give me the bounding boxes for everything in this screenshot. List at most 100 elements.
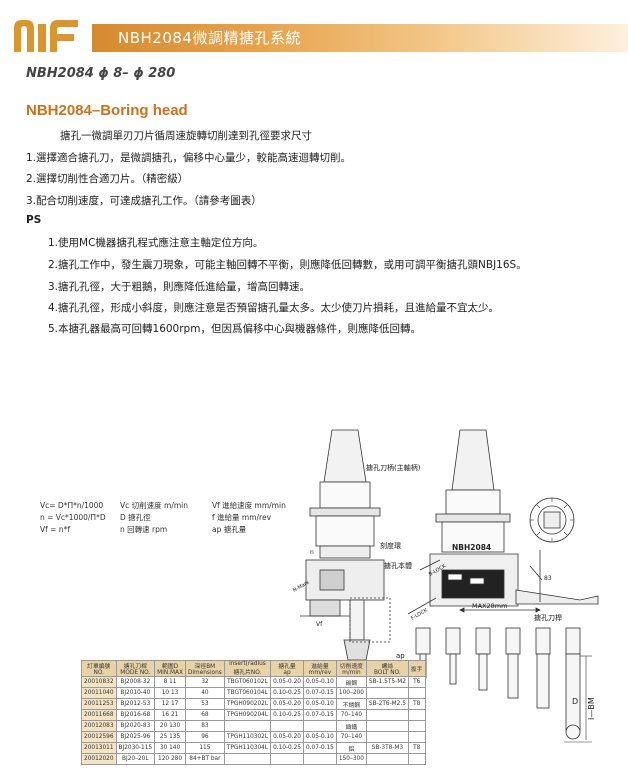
feature-item: 2.選擇切削性合適刀片。（精密級） xyxy=(26,173,189,185)
vf-mark: Vf xyxy=(316,621,323,628)
table-cell: 32 xyxy=(184,676,225,688)
table-cell: 70–140 xyxy=(335,709,367,721)
shank-label: 搪孔刀柄(主軸柄) xyxy=(366,463,421,472)
lock-left-label: F-LOCK xyxy=(410,607,429,622)
table-cell: 20 130 xyxy=(154,720,186,732)
table-cell: T8 xyxy=(407,742,426,754)
table-cell xyxy=(365,709,409,721)
table-cell: TPGH090202L xyxy=(223,698,272,710)
table-cell xyxy=(223,753,272,765)
table-cell: 96 xyxy=(184,731,225,743)
table-cell xyxy=(270,720,304,732)
boring-head-diagram: 搪孔刀柄(主軸柄) 刻度環 NBH2084 搪孔本體 MAX28mm 搪孔刀桿 … xyxy=(292,429,599,743)
table-cell xyxy=(270,753,304,765)
table-cell: 30 140 xyxy=(154,742,186,754)
table-cell: 84+BT bar xyxy=(184,753,225,765)
table-cell: 83 xyxy=(184,720,225,732)
table-cell xyxy=(223,720,272,732)
dim-bm-label: I—BM xyxy=(587,697,596,720)
table-cell xyxy=(365,687,409,699)
table-cell: BJ2025-96 xyxy=(115,731,156,743)
brand-logo xyxy=(14,20,78,52)
ps-item: 5.本搪孔器最高可回轉1600rpm，但因爲偏移中心與機器條件，則應降低回轉。 xyxy=(48,323,421,335)
left-boring-head xyxy=(305,559,385,601)
formula-text: Vc 切削速度 m/min xyxy=(120,501,188,510)
head-name-label: NBH2084 xyxy=(452,543,491,552)
table-cell xyxy=(407,687,426,699)
table-cell xyxy=(302,753,337,765)
table-cell: 0.10-0.25 xyxy=(270,687,304,699)
table-cell xyxy=(365,720,409,732)
table-cell: 20013011 xyxy=(81,742,117,754)
table-cell: TBGT060104L xyxy=(223,687,272,699)
table-cell: TPGH090204L xyxy=(223,709,272,721)
body-label: 搪孔本體 xyxy=(384,561,412,570)
table-cell: 8 11 xyxy=(154,676,186,688)
table-cell: 16 21 xyxy=(154,709,186,721)
table-cell xyxy=(407,731,426,743)
formula-text: n 回轉速 rpm xyxy=(120,525,168,534)
formula-text: D 搪孔徑 xyxy=(120,513,151,522)
table-cell: SB-1.5T5-M2 xyxy=(365,676,409,688)
ps-item: 2.搪孔工作中，發生震刀現象，可能主軸回轉不平衡，則應降低回轉數，或用可調平衡搪… xyxy=(48,259,527,271)
table-cell: 10 13 xyxy=(154,687,186,699)
table-cell xyxy=(407,753,426,765)
formula-text: ap 搪孔量 xyxy=(212,525,247,534)
table-cell: 68 xyxy=(184,709,225,721)
formula-text: n = Vc*1000/Π*D xyxy=(40,513,106,522)
boring-bar xyxy=(515,589,599,605)
bars-label: 搪孔刀桿 xyxy=(534,613,562,622)
table-cell xyxy=(407,720,426,732)
table-cell: 20011668 xyxy=(81,709,117,721)
table-header: 扳手 xyxy=(407,660,426,677)
formula-text: Vf = n*f xyxy=(40,525,70,534)
table-cell: TPGH110304L xyxy=(223,742,272,754)
right-taper-shank xyxy=(451,429,495,491)
table-cell: 100–200 xyxy=(335,687,367,699)
table-cell: BJ2030-115 xyxy=(115,742,156,754)
left-taper-shank xyxy=(323,429,367,483)
table-cell: BJ2020-83 xyxy=(115,720,156,732)
table-cell: 53 xyxy=(184,698,225,710)
table-cell: 115 xyxy=(184,742,225,754)
table-cell: 0.07-0.15 xyxy=(302,687,337,699)
table-cell: BJ20–20L xyxy=(115,753,156,765)
table-cell: 20011253 xyxy=(81,698,117,710)
formula-text: Vf 進給速度 mm/min xyxy=(212,501,286,510)
table-cell: 0.07-0.15 xyxy=(302,742,337,754)
table-cell: 0.05-0.20 xyxy=(270,698,304,710)
table-cell: 40 xyxy=(184,687,225,699)
table-cell: SB-2T6-M2.5 xyxy=(365,698,409,710)
table-cell: 20010832 xyxy=(81,676,117,688)
boring-bar-set xyxy=(415,627,581,740)
table-cell: 碳鋼 xyxy=(335,676,367,688)
table-cell xyxy=(365,731,409,743)
table-cell: TPGH110302L xyxy=(223,731,272,743)
header-bar xyxy=(92,24,628,52)
table-cell: 20012083 xyxy=(81,720,117,732)
product-title: NBH2084–Boring head xyxy=(26,102,188,119)
table-cell: 鑄鐵 xyxy=(335,720,367,732)
table-cell xyxy=(407,709,426,721)
table-cell: T8 xyxy=(407,698,426,710)
table-cell: T6 xyxy=(407,676,426,688)
page-title: NBH2084微調精搪孔系統 xyxy=(118,29,301,47)
table-cell: 120 280 xyxy=(154,753,186,765)
table-cell: 20012596 xyxy=(81,731,117,743)
table-cell: TBGT060102L xyxy=(223,676,272,688)
table-cell: BJ2012-53 xyxy=(115,698,156,710)
table-cell: 20012020 xyxy=(81,753,117,765)
formula-text: f 進給量 mm/rev xyxy=(212,513,272,522)
